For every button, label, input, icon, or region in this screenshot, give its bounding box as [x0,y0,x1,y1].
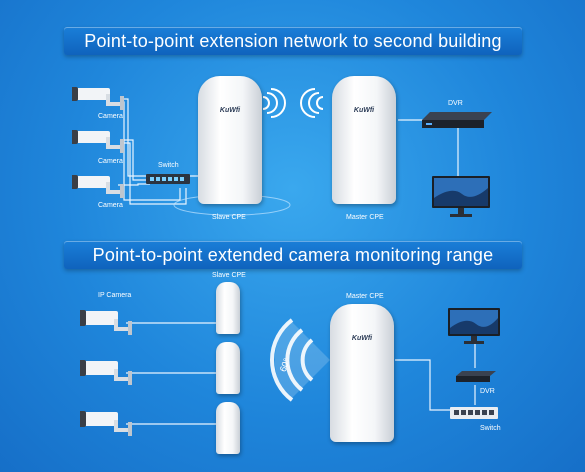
camera-icon [72,170,124,198]
camera-icon [80,355,132,387]
camera-label: Camera [98,113,123,121]
slave-cpe-device [216,342,240,394]
switch-label: Switch [480,425,501,433]
dvr-label: DVR [448,100,463,108]
master-cpe-label: Master CPE [346,293,384,301]
camera-cables [118,99,458,204]
camera-icon [80,305,132,337]
dvr-label: DVR [480,388,495,396]
camera-icon [80,406,132,438]
wifi-signal-icon [263,89,285,117]
slave-cpe-device [216,282,240,334]
brand-logo: KuWfi [198,107,262,114]
slave-cpe-label: Slave CPE [212,214,246,222]
brand-logo: KuWfi [332,107,396,114]
ip-camera-label: IP Camera [98,292,131,300]
brand-logo: KuWfi [330,335,394,342]
dvr-icon [456,370,496,384]
section-title-top: Point-to-point extension network to seco… [64,27,522,55]
monitor-icon [432,176,490,218]
monitor-icon [448,308,500,346]
network-switch-icon [450,405,498,421]
master-cpe-device: KuWfi [332,76,396,204]
section-title-bottom: Point-to-point extended camera monitorin… [64,241,522,269]
camera-cables [126,323,216,424]
wifi-signal-icon [301,89,323,117]
camera-icon [72,125,124,153]
master-cpe-device: KuWfi [330,304,394,442]
slave-cpe-label: Slave CPE [212,272,246,280]
network-switch-icon [146,172,190,186]
camera-icon [72,82,124,110]
camera-label: Camera [98,202,123,210]
switch-label: Switch [158,162,179,170]
master-cpe-label: Master CPE [346,214,384,222]
slave-cpe-device [216,402,240,454]
camera-label: Camera [98,158,123,166]
slave-cpe-device: KuWfi [198,76,262,204]
dvr-icon [422,110,492,132]
